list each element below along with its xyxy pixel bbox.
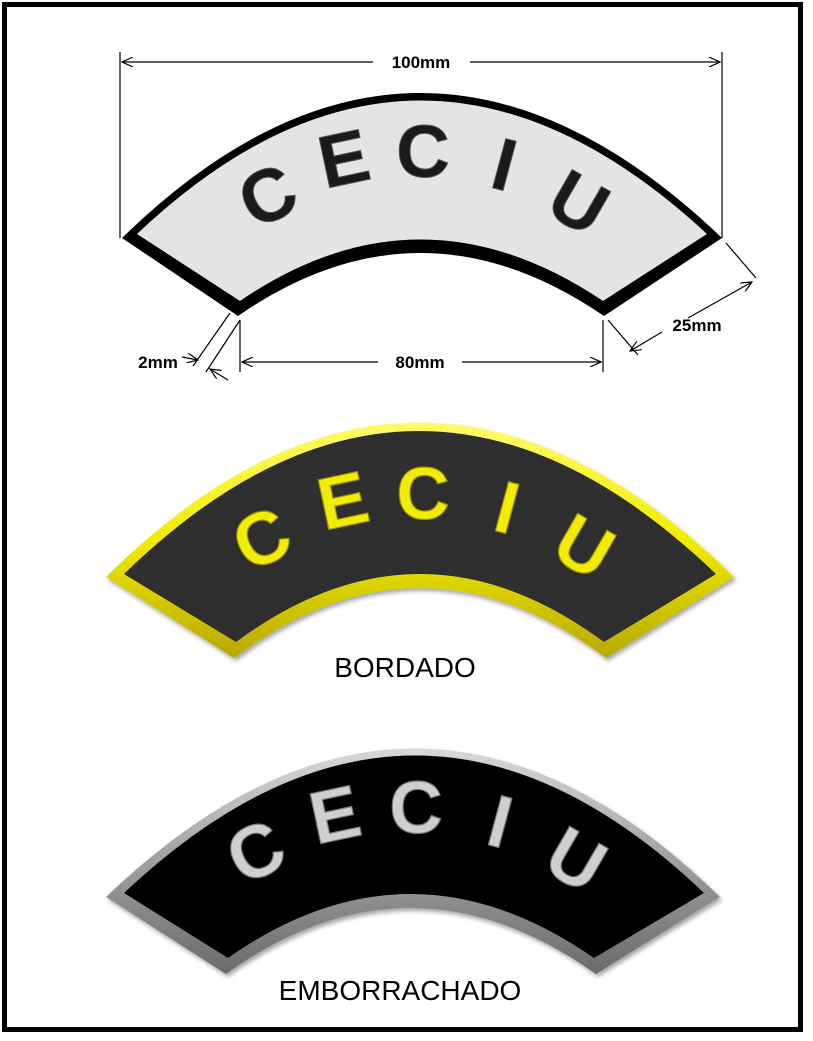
letter-c2: C — [389, 766, 442, 849]
dim-label-2: 2mm — [138, 353, 178, 372]
letter-c2: C — [396, 452, 449, 535]
extension-2-outer — [192, 312, 231, 367]
dimension-annotations — [119, 52, 757, 381]
white-patch: C E C I U — [122, 93, 722, 316]
letter-c2: C — [396, 110, 449, 193]
emborrachado-patch-body — [124, 755, 704, 958]
bordado-patch-body — [124, 431, 716, 642]
dim-label-100: 100mm — [392, 53, 451, 72]
dim-2-arrow-left — [181, 357, 198, 360]
dim-label-80: 80mm — [395, 353, 444, 372]
extension-25-top — [725, 242, 757, 279]
extension-2-inner — [205, 319, 241, 373]
white-patch-body — [137, 100, 707, 301]
dim-label-25: 25mm — [672, 316, 721, 335]
emborrachado-caption: EMBORRACHADO — [279, 975, 522, 1006]
bordado-caption: BORDADO — [334, 652, 476, 683]
dim-2-arrow-right — [210, 369, 229, 381]
emborrachado-patch: C E C I U — [106, 748, 720, 974]
extension-25-bottom — [607, 319, 639, 356]
dim-25-line-bottom — [630, 331, 663, 351]
bordado-patch: C E C I U — [106, 422, 734, 658]
dim-25-line-top — [687, 282, 752, 319]
